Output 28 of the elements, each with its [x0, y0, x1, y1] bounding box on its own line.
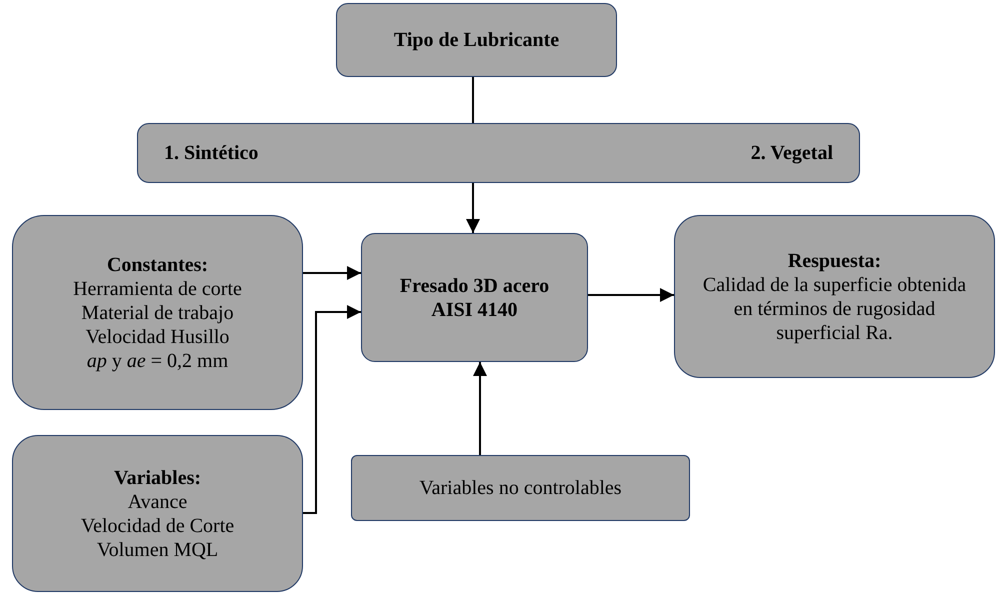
box-text: ap y ae = 0,2 mm [86, 348, 228, 372]
process-box [12, 435, 303, 592]
process-box [674, 215, 995, 378]
box-text: Volumen MQL [96, 538, 218, 562]
arrow [303, 305, 361, 514]
box-text: Velocidad de Corte [80, 514, 234, 538]
category-band [137, 123, 860, 183]
box-text: Velocidad Husillo [86, 324, 230, 348]
box-text: Fresado 3D acero AISI 4140 [398, 274, 550, 322]
box-text: Tipo de Lubricante [394, 28, 560, 52]
box-text: Calidad de la superficie obtenida en términos de rugosidad superficial Ra. [702, 272, 968, 344]
box-heading: Variables: [114, 466, 202, 490]
arrow [473, 362, 487, 455]
process-box [12, 215, 303, 410]
arrow [303, 266, 361, 280]
category-label: 1. Sintético [164, 141, 258, 165]
category-label: 2. Vegetal [750, 141, 833, 165]
process-box [336, 3, 617, 77]
box-text: Herramienta de corte [73, 276, 242, 300]
box-text: Avance [128, 490, 188, 514]
process-box [361, 233, 588, 362]
box-heading: Constantes: [106, 252, 208, 276]
box-text: Variables no controlables [419, 476, 622, 500]
box-heading: Respuesta: [788, 248, 882, 272]
process-box [351, 455, 690, 521]
arrow [588, 288, 674, 302]
arrow [466, 183, 480, 233]
box-text: Material de trabajo [81, 300, 234, 324]
